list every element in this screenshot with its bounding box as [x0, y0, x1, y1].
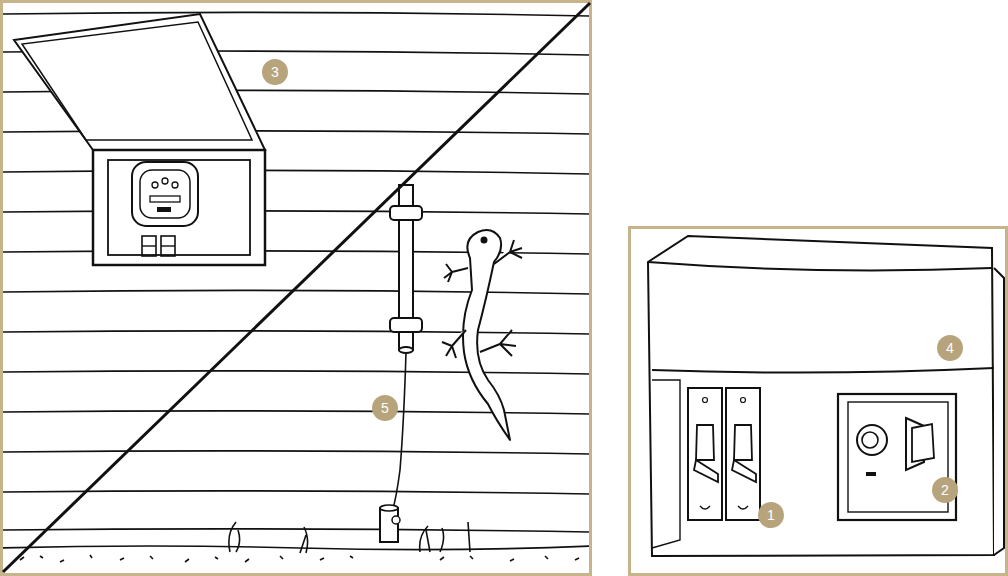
callout-number: 4	[937, 335, 963, 361]
callout-number: 2	[932, 477, 958, 503]
callout-number: 3	[262, 59, 288, 85]
grass	[3, 522, 589, 562]
panel-frame	[2, 2, 591, 575]
callout-number: 5	[372, 395, 398, 421]
lizard	[442, 230, 522, 440]
breaker-panel	[648, 236, 1004, 556]
meter-box	[14, 14, 265, 265]
divider-line	[3, 3, 590, 572]
panel-frame	[630, 228, 1007, 575]
ground-wire-pipe	[380, 185, 422, 542]
callout-number: 1	[758, 502, 784, 528]
